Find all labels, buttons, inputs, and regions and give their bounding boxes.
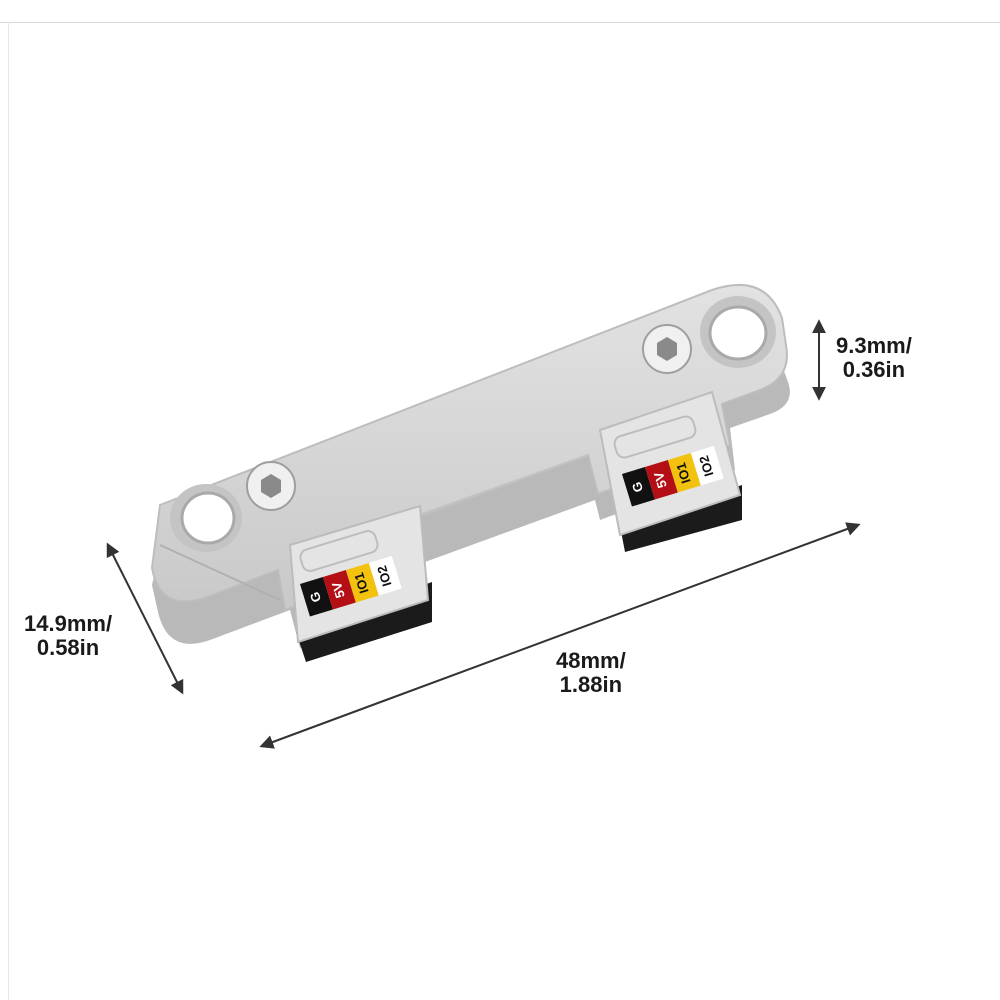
- mounting-hole-right: [700, 296, 776, 368]
- height-in: 0.36in: [842, 357, 906, 382]
- pin-io1-block: [345, 562, 379, 603]
- pin-io1-label: IO1: [673, 461, 693, 485]
- pin-5v-block: [322, 569, 356, 610]
- pin-io2-block: [368, 555, 402, 596]
- pin-label-strip-left: G 5V IO1 IO2: [300, 555, 402, 617]
- screw-left: [246, 461, 296, 511]
- width-dimension-label: 14.9mm/ 0.58in: [24, 612, 112, 660]
- width-dimension-arrow: [106, 542, 184, 695]
- top-divider: [0, 22, 1000, 23]
- left-divider: [8, 22, 9, 1000]
- width-mm: 14.9mm/: [24, 611, 113, 636]
- screw-right: [642, 324, 692, 374]
- pin-io2-label: IO2: [374, 564, 394, 588]
- pin-g-block: [300, 576, 333, 617]
- width-in: 0.58in: [36, 635, 100, 660]
- pin-label-strip-right: G 5V IO1 IO2: [622, 445, 724, 507]
- connector-left: G 5V IO1 IO2: [288, 504, 432, 662]
- length-mm: 48mm/: [556, 648, 626, 673]
- pin-io1-block: [667, 452, 701, 493]
- height-dimension-label: 9.3mm/ 0.36in: [836, 334, 912, 382]
- pin-io2-block: [690, 445, 724, 486]
- height-mm: 9.3mm/: [836, 333, 912, 358]
- connector-right: G 5V IO1 IO2: [598, 390, 742, 552]
- length-dimension-label: 48mm/ 1.88in: [556, 649, 626, 697]
- pin-io1-label: IO1: [351, 571, 371, 595]
- pin-g-label: G: [629, 480, 646, 494]
- length-in: 1.88in: [559, 672, 623, 697]
- length-dimension-arrow: [259, 522, 861, 749]
- mounting-hole-left: [170, 484, 242, 552]
- pin-io2-label: IO2: [696, 454, 716, 478]
- pin-g-label: G: [307, 590, 324, 604]
- pin-5v-label: 5V: [329, 580, 348, 600]
- pin-5v-block: [644, 459, 678, 500]
- pin-5v-label: 5V: [651, 470, 670, 490]
- pin-g-block: [622, 466, 655, 507]
